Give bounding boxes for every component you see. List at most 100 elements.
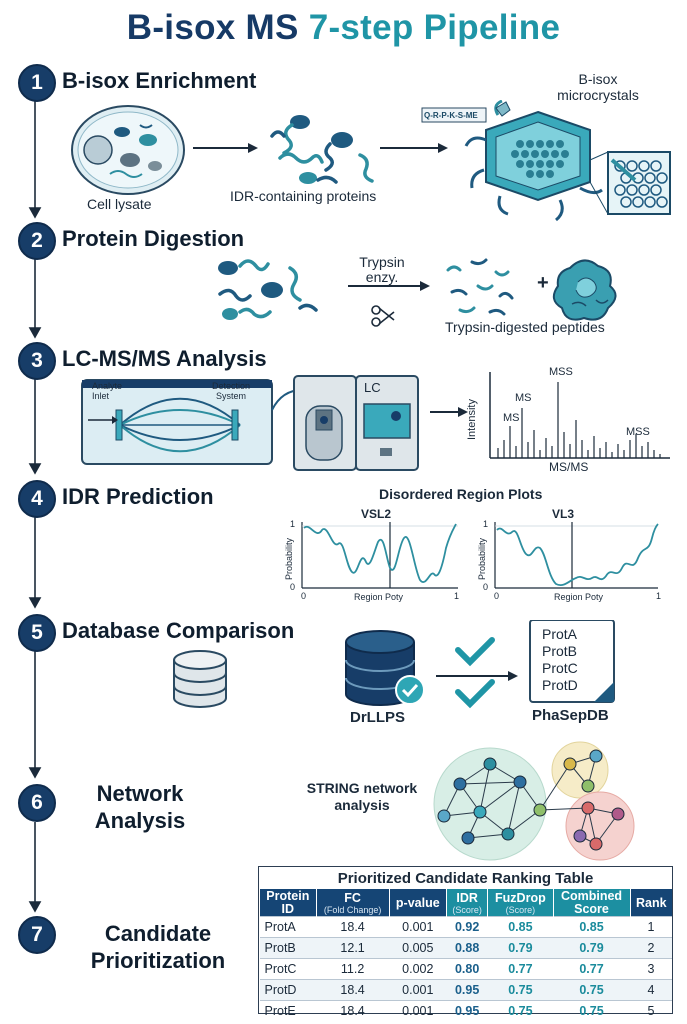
trypsin-label-line-1: Trypsin <box>359 254 405 270</box>
trypsin-label-line-2: enzy. <box>365 269 399 285</box>
table-row: ProtC 11.2 0.002 0.80 0.77 0.77 3 <box>259 958 672 980</box>
cell-fc: 11.2 <box>316 958 390 980</box>
phasepdb-list-item: ProtB <box>542 643 578 659</box>
cell-fc: 18.4 <box>316 916 390 938</box>
peak-label-4: MSS <box>626 426 650 438</box>
peak-label-3: MSS <box>549 366 573 378</box>
cell-rank: 1 <box>630 916 672 938</box>
step-6-title-line-2: Analysis <box>94 808 186 833</box>
lc-label: LC <box>364 380 381 395</box>
cell-fuzdrop: 0.79 <box>487 937 553 959</box>
title-part-2: 7-step Pipeline <box>308 8 561 47</box>
step-6-title: Network Analysis <box>70 780 210 834</box>
plot-1-x-right: 1 <box>454 591 460 601</box>
title-part-1: B-isox MS <box>126 8 299 47</box>
cell-fuzdrop: 0.75 <box>487 1000 553 1021</box>
cell-fuzdrop: 0.77 <box>487 958 553 980</box>
trypsin-label: Trypsin enzy. <box>352 255 412 285</box>
string-network-line-1: STRING network <box>306 780 418 796</box>
step-7-number: 7 <box>18 916 56 954</box>
step-3-title: LC-MS/MS Analysis <box>62 346 267 371</box>
plot-1-x-left: 0 <box>301 591 307 601</box>
step-3-illustration <box>81 372 670 471</box>
string-network-label: STRING network analysis <box>296 780 428 814</box>
header-main: FuzDrop <box>495 890 546 905</box>
drllps-label: DrLLPS <box>350 709 406 726</box>
header-sub: (Score) <box>505 904 536 915</box>
microcrystal-icon <box>464 100 671 222</box>
cell-idr: 0.95 <box>446 979 488 1001</box>
proteins-before-digestion-icon <box>218 259 318 320</box>
step-6-number: 6 <box>18 784 56 822</box>
ranking-table-title: Prioritized Candidate Ranking Table <box>337 870 594 887</box>
cell-combined: 0.79 <box>553 937 631 959</box>
plot-2-y-top: 1 <box>483 519 489 529</box>
phasepdb-list: ProtA ProtB ProtC ProtD <box>542 626 578 694</box>
cell-rank: 4 <box>630 979 672 1001</box>
cell-p-value: 0.001 <box>389 916 447 938</box>
cell-fuzdrop: 0.85 <box>487 916 553 938</box>
header-main: FC <box>344 890 361 905</box>
cell-combined: 0.75 <box>553 979 631 1001</box>
table-row: ProtB 12.1 0.005 0.88 0.79 0.79 2 <box>259 937 672 959</box>
step-2-number: 2 <box>18 222 56 260</box>
detection-system-line-2: System <box>216 391 247 401</box>
step-5-illustration <box>173 620 615 709</box>
step-7-title-line-1: Candidate <box>104 921 212 946</box>
sequence-tag: Q-R-P-K-S-ME <box>424 111 478 120</box>
page-title: B-isox MS 7-step Pipeline <box>0 8 687 48</box>
step-3-number: 3 <box>18 342 56 380</box>
cell-combined: 0.75 <box>553 1000 631 1021</box>
cell-idr: 0.95 <box>446 1000 488 1021</box>
lc-instrument-icon <box>293 375 419 471</box>
analyte-inlet-line-2: Inlet <box>92 391 110 401</box>
cell-idr: 0.92 <box>446 916 488 938</box>
cell-idr: 0.88 <box>446 937 488 959</box>
plus-sign: + <box>537 272 549 294</box>
spectrum-y-axis-label: Intensity <box>466 399 478 440</box>
header-main: IDR <box>456 890 478 905</box>
microcrystal-label: B-isox microcrystals <box>548 71 648 103</box>
cell-protein-id: ProtD <box>259 979 317 1001</box>
step-1-number: 1 <box>18 64 56 102</box>
header-fuzdrop: FuzDrop(Score) <box>487 889 553 917</box>
drllps-database-icon <box>345 630 425 706</box>
cell-rank: 2 <box>630 937 672 959</box>
plot-2-name: VL3 <box>552 507 575 521</box>
peptides-label: Trypsin-digested peptides <box>445 319 605 335</box>
cell-protein-id: ProtE <box>259 1000 317 1021</box>
cell-combined: 0.77 <box>553 958 631 980</box>
cell-p-value: 0.002 <box>389 958 447 980</box>
detection-system-line-1: Detection <box>212 381 251 391</box>
plot-2-x-right: 1 <box>656 591 662 601</box>
mass-analyzer-icon <box>81 379 273 465</box>
step-7-title-line-2: Prioritization <box>90 948 226 973</box>
table-row: ProtD 18.4 0.001 0.95 0.75 0.75 4 <box>259 979 672 1001</box>
plot-2-x-left: 0 <box>494 591 500 601</box>
header-fc: FC(Fold Change) <box>315 889 390 917</box>
check-icon-1 <box>455 637 495 667</box>
header-main: Combined <box>560 889 623 903</box>
table-row: ProtE 18.4 0.001 0.95 0.75 0.75 5 <box>259 1000 672 1021</box>
step-1-title: B-isox Enrichment <box>62 68 257 93</box>
step-1-illustration <box>71 100 671 222</box>
spectrum-x-axis-label: MS/MS <box>549 460 589 474</box>
microcrystal-label-line-2: microcrystals <box>557 87 639 103</box>
plot-2-y-label: Probability <box>477 537 487 580</box>
cell-protein-id: ProtC <box>259 958 317 980</box>
ranking-table: Prioritized Candidate Ranking Table Prot… <box>258 866 673 1021</box>
cell-rank: 5 <box>630 1000 672 1021</box>
string-network-line-2: analysis <box>334 797 390 813</box>
header-sub: (Score) <box>452 904 482 915</box>
plot-1-x-label: Region Poty <box>354 592 404 602</box>
plot-1-y-bottom: 0 <box>290 582 296 592</box>
header-sub: (Fold Change) <box>323 904 382 915</box>
microcrystal-label-line-1: B-isox <box>578 71 618 87</box>
plot-2-x-label: Region Poty <box>554 592 604 602</box>
digested-protein-blob-icon <box>552 259 617 321</box>
disorder-plots <box>301 522 659 589</box>
cell-lysate-label: Cell lysate <box>87 196 152 212</box>
cell-p-value: 0.001 <box>389 979 447 1001</box>
